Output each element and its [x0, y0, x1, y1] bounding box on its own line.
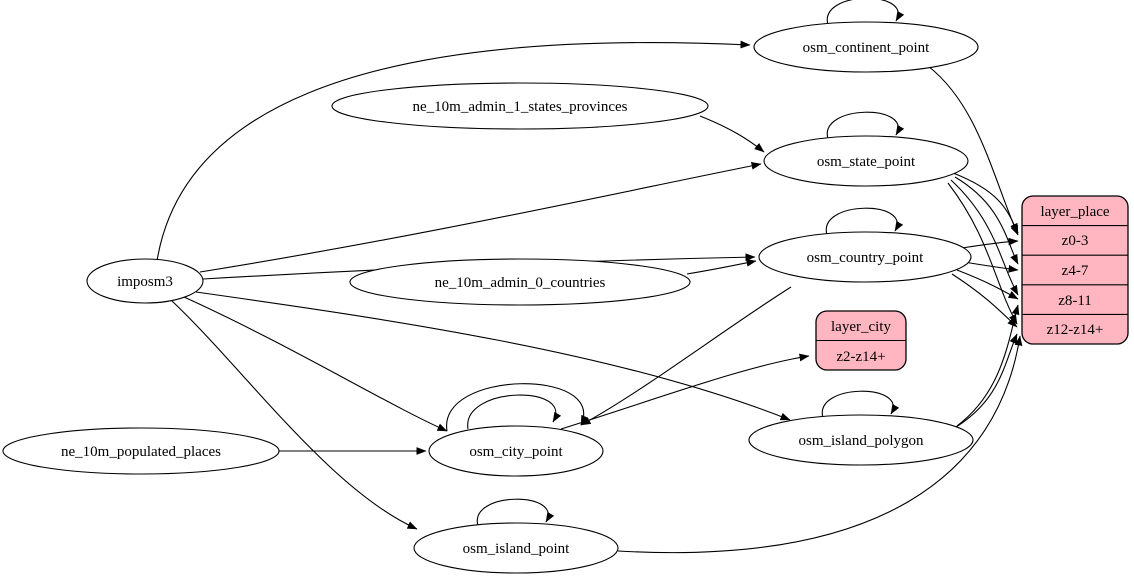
edge-ne_10m_admin_0_countries-osm_country_point — [686, 259, 757, 275]
edge-osm_state_point-layer_place-z8-11 — [950, 179, 1019, 296]
self-loop-osm_city_point-inner — [467, 394, 562, 430]
nodes-group: osm_continent_point ne_10m_admin_1_state… — [2, 21, 1129, 574]
self-loop-osm_continent_point — [826, 0, 905, 26]
node-ne_10m_admin_1_states_provinces: ne_10m_admin_1_states_provinces — [331, 82, 709, 130]
edge-imposm3-osm_island_point — [171, 300, 418, 530]
edges-group — [156, 0, 1023, 554]
node-osm_continent_point-label: osm_continent_point — [803, 40, 930, 56]
node-layer_city-title: layer_city — [831, 319, 891, 335]
node-osm_continent_point-shape — [753, 21, 979, 73]
edge-osm_state_point-layer_place-z12-z14 — [947, 182, 1018, 325]
self-loop-osm_island_polygon — [821, 390, 900, 419]
node-ne_10m_populated_places: ne_10m_populated_places — [2, 427, 280, 475]
edge-osm_country_point-layer_place-z0-3 — [961, 237, 1019, 249]
node-osm_state_point-label: osm_state_point — [817, 154, 916, 170]
edge-osm_country_point-layer_place-z12-z14 — [951, 273, 1018, 328]
edge-osm_state_point-layer_place-z0-3 — [952, 172, 1019, 234]
edge-imposm3-osm_island_polygon — [195, 291, 791, 421]
edge-osm_state_point-layer_place-z4-7 — [954, 176, 1019, 265]
node-osm_island_polygon-shape — [748, 414, 974, 466]
node-layer_place-row-z4-7: z4-7 — [1062, 263, 1089, 279]
node-osm_island_polygon: osm_island_polygon — [748, 414, 974, 466]
node-layer_place-shape — [1021, 195, 1129, 345]
self-loop-osm_city_point-outer — [446, 383, 589, 432]
node-layer_place-title: layer_place — [1040, 204, 1109, 220]
node-osm_country_point-label: osm_country_point — [807, 250, 924, 266]
edge-ne_10m_admin_1_states_provinces-osm_state_point — [699, 115, 765, 153]
edge-osm_island_point-layer_place-z12-z14 — [617, 335, 1023, 554]
node-ne_10m_populated_places-shape — [2, 427, 280, 475]
edge-osm_country_point-osm_city_point — [580, 286, 792, 426]
node-layer_city-row-z2-z14: z2-z14+ — [836, 349, 885, 365]
node-layer_place-row-z0-3: z0-3 — [1062, 233, 1089, 249]
node-osm_island_polygon-label: osm_island_polygon — [798, 433, 924, 449]
self-loop-osm_country_point — [825, 207, 904, 236]
node-osm_island_point-shape — [413, 522, 619, 574]
node-layer_place-row-z8-11: z8-11 — [1058, 293, 1092, 309]
node-osm_state_point-shape — [763, 135, 969, 187]
node-osm_city_point: osm_city_point — [428, 425, 604, 477]
node-osm_city_point-label: osm_city_point — [469, 444, 563, 460]
node-osm_island_point-label: osm_island_point — [463, 541, 571, 557]
node-layer_place-row-z12-z14: z12-z14+ — [1047, 322, 1104, 338]
node-osm_country_point-shape — [758, 231, 972, 283]
node-ne_10m_admin_0_countries-shape — [349, 258, 691, 306]
edge-osm_island_polygon-layer_place-z8-11 — [956, 304, 1020, 427]
node-ne_10m_admin_1_states_provinces-shape — [331, 82, 709, 130]
node-osm_state_point: osm_state_point — [763, 135, 969, 187]
edge-imposm3-osm_continent_point — [156, 40, 751, 262]
node-ne_10m_populated_places-label: ne_10m_populated_places — [61, 444, 221, 460]
node-ne_10m_admin_1_states_provinces-label: ne_10m_admin_1_states_provinces — [413, 99, 628, 115]
node-ne_10m_admin_0_countries-label: ne_10m_admin_0_countries — [435, 275, 606, 291]
node-layer_city: layer_city z2-z14+ — [815, 310, 907, 371]
node-osm_country_point: osm_country_point — [758, 231, 972, 283]
node-ne_10m_admin_0_countries: ne_10m_admin_0_countries — [349, 258, 691, 306]
node-imposm3: imposm3 — [86, 258, 204, 304]
node-osm_continent_point: osm_continent_point — [753, 21, 979, 73]
self-loop-osm_island_point — [476, 498, 555, 527]
edge-osm_country_point-layer_place-z8-11 — [956, 269, 1019, 300]
node-layer_place: layer_place z0-3 z4-7 z8-11 z12-z14+ — [1021, 195, 1129, 345]
edge-osm_country_point-layer_place-z4-7 — [963, 261, 1019, 273]
node-osm_island_point: osm_island_point — [413, 522, 619, 574]
edge-imposm3-osm_city_point — [183, 296, 448, 432]
edge-imposm3-osm_state_point — [199, 162, 762, 273]
node-imposm3-shape — [86, 258, 204, 304]
node-imposm3-label: imposm3 — [117, 274, 173, 290]
edge-osm_city_point-layer_city-z2-z14 — [560, 353, 810, 430]
node-osm_city_point-shape — [428, 425, 604, 477]
self-loop-osm_state_point — [826, 111, 905, 140]
edge-osm_continent_point-layer_place-z0-3 — [927, 65, 1019, 236]
edge-osm_island_polygon-layer_place-z12-z14 — [950, 333, 1018, 431]
